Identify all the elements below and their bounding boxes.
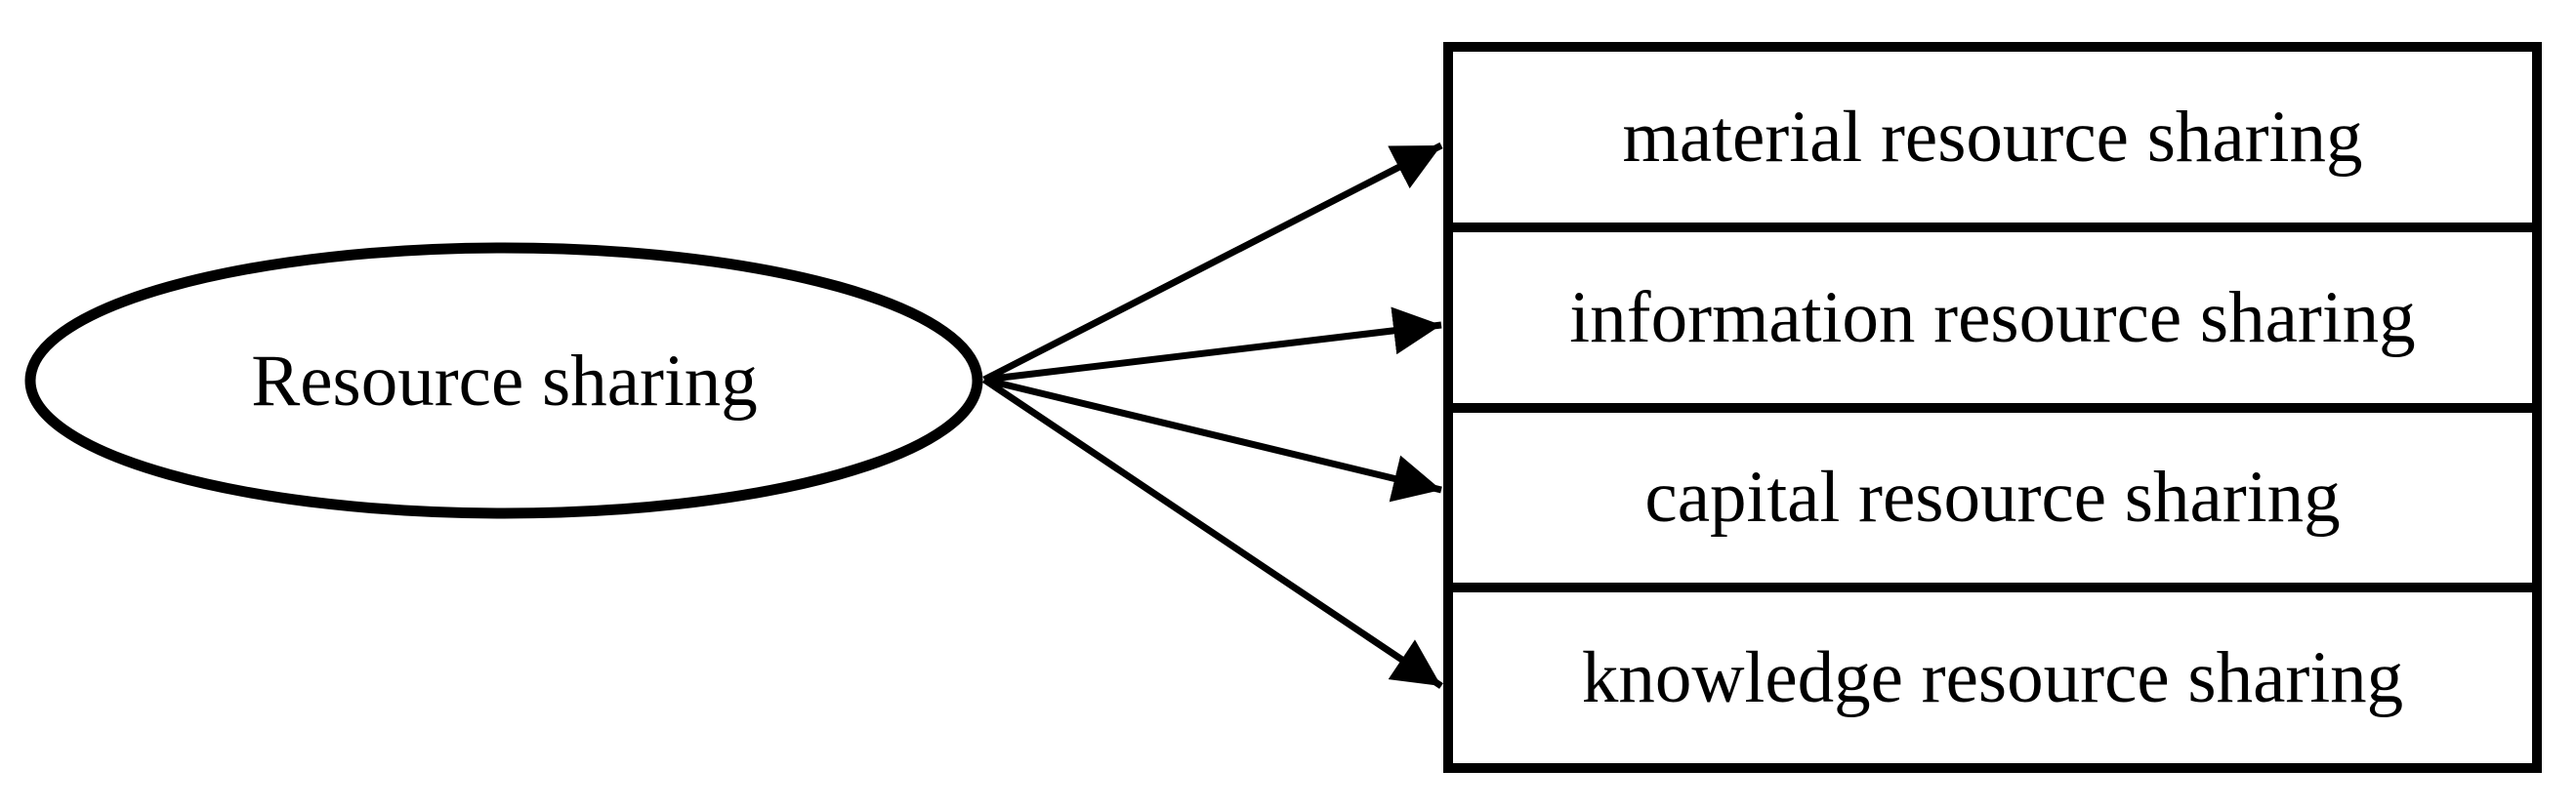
box-material-resource-sharing: material resource sharing xyxy=(1622,96,2363,178)
boxes-stack: material resource sharing information re… xyxy=(1443,42,2542,773)
box-capital-resource-sharing: capital resource sharing xyxy=(1453,402,2532,584)
arrow-to-material xyxy=(982,142,1443,384)
box-knowledge-resource-sharing: knowledge resource sharing xyxy=(1453,583,2532,763)
arrow-to-knowledge xyxy=(982,377,1443,689)
resource-sharing-ellipse xyxy=(24,242,983,519)
ellipse-label: Resource sharing xyxy=(251,340,758,422)
box-information-resource-sharing: information resource sharing xyxy=(1453,222,2532,403)
arrow-to-information xyxy=(983,306,1442,384)
arrow-to-capital xyxy=(983,376,1442,503)
